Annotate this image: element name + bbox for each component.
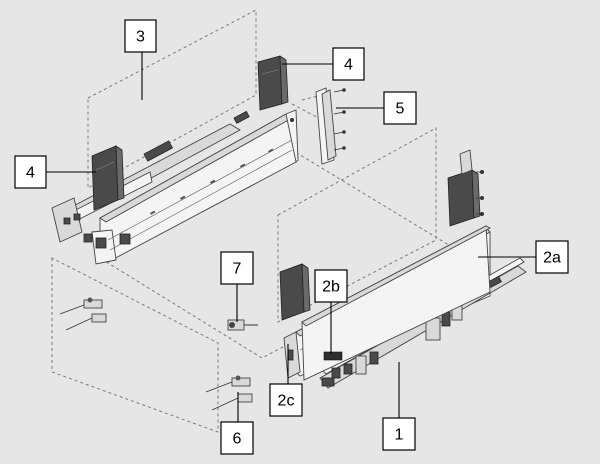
rear-wall-bracket <box>447 149 484 227</box>
callout-4-top: 4 <box>332 47 365 81</box>
svg-text:2c: 2c <box>278 393 295 410</box>
rail-guide-line <box>301 95 319 101</box>
rear-fixing-bracket-top <box>257 55 289 111</box>
callout-2b: 2b <box>314 269 348 303</box>
left-drawer-side <box>51 109 299 265</box>
svg-text:2b: 2b <box>322 279 340 296</box>
rear-rail-5 <box>315 87 346 165</box>
callout-3: 3 <box>124 19 157 53</box>
svg-text:4: 4 <box>26 165 35 182</box>
dowel-screw-7 <box>227 319 258 331</box>
svg-text:4: 4 <box>344 57 353 74</box>
callout-2c: 2c <box>269 383 303 417</box>
svg-text:6: 6 <box>233 431 242 448</box>
svg-text:1: 1 <box>395 427 404 444</box>
callout-1: 1 <box>382 417 416 451</box>
rail-guide-line <box>291 103 331 125</box>
front-fixing-bracket-left <box>91 145 125 211</box>
svg-text:7: 7 <box>233 261 242 278</box>
callout-4-left: 4 <box>14 155 47 189</box>
callout-5: 5 <box>383 91 417 125</box>
front-fixing-bracket-mid <box>279 263 311 321</box>
fitting-pair-upper <box>59 297 107 331</box>
back-panel-outline <box>87 9 257 189</box>
cabinet-side-outline <box>51 257 219 433</box>
svg-text:3: 3 <box>136 29 145 46</box>
callout-2a: 2a <box>535 240 569 274</box>
fitting-pair-6 <box>205 375 253 411</box>
side-panel-2a-edge <box>301 225 491 327</box>
insert-strip-2b <box>323 351 343 361</box>
svg-text:5: 5 <box>396 101 405 118</box>
svg-text:2a: 2a <box>543 250 561 267</box>
front-panel-outline <box>277 127 437 323</box>
callout-6: 6 <box>220 421 254 455</box>
callout-7: 7 <box>220 251 254 285</box>
